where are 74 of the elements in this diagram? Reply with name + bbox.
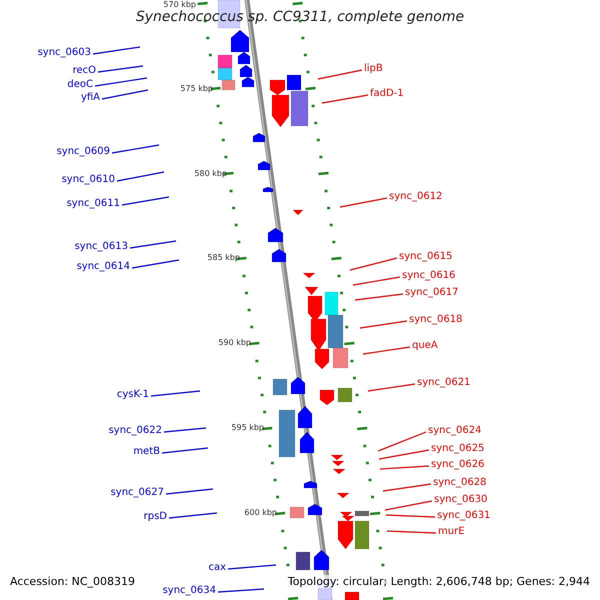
leader-line [378,431,426,452]
gene-label: metB [133,446,160,458]
genome-info-text: Topology: circular; Length: 2,606,748 bp; Genes: 2,944 [288,575,590,588]
scale-label: 595 kbp [231,423,264,432]
gene-label: murE [438,526,465,538]
leader-line [386,514,436,518]
leader-line [132,259,180,269]
leader-line [386,530,436,534]
leader-line [168,512,218,519]
leader-line [318,69,362,80]
accession-text: Accession: NC_008319 [10,575,136,588]
gene-label: sync_0622 [108,425,162,437]
leader-line [218,588,264,593]
gene-label: sync_0624 [428,425,482,437]
leader-line [384,500,432,511]
leader-line [340,197,388,208]
gene-label: sync_0614 [76,261,130,273]
gene-label: sync_0613 [74,241,128,253]
gene-label: cysK-1 [116,389,149,401]
scale-label: 570 kbp [163,0,196,9]
scale-label: 590 kbp [218,338,251,347]
gene-label: cax [208,562,226,574]
gene-label: sync_0627 [110,487,164,499]
leader-line [130,240,176,249]
gene-label: sync_0611 [66,198,120,210]
gene-label: sync_0618 [409,314,462,326]
leader-line [150,390,200,397]
gene-label: rpsD [144,511,167,523]
scale-label: 575 kbp [180,84,213,93]
gene-label: sync_0630 [434,494,488,506]
leader-line [112,144,160,154]
leader-line [368,383,416,392]
leader-line [350,257,398,271]
leader-line [228,564,276,570]
gene-label: sync_0634 [162,585,216,597]
leader-line [322,94,368,104]
leader-line [380,465,430,470]
leader-line [94,77,148,87]
leader-line [382,483,432,492]
gene-label: sync_0616 [402,270,456,282]
leader-line [354,293,404,301]
gene-label: sync_0612 [389,191,442,203]
gene-label: sync_0610 [62,174,115,186]
gene-label: sync_0628 [433,477,486,489]
leader-line [98,65,144,73]
leader-line [352,276,400,286]
leader-line [166,488,214,495]
leader-line [162,447,208,454]
gene-label: sync_0603 [38,47,91,59]
gene-label: lipB [364,63,383,75]
leader-line [360,320,408,329]
gene-label: queA [412,340,438,352]
leader-line [92,46,140,55]
gene-label: sync_0621 [417,377,470,389]
gene-label: sync_0626 [431,459,484,471]
gene-label: fadD-1 [370,88,404,100]
gene-label: sync_0609 [56,146,110,158]
gene-label: recO [72,65,96,77]
gene-label: sync_0615 [399,251,452,263]
gene-label: sync_0617 [405,287,458,299]
leader-line [362,346,410,355]
leader-line [102,89,148,100]
leader-line [122,196,170,206]
gene-label: deoC [67,79,93,91]
leader-line [378,449,430,460]
gene-label: sync_0625 [431,443,484,455]
scale-label: 600 kbp [244,508,277,517]
scale-label: 585 kbp [207,253,240,262]
gene-label: sync_0631 [437,510,490,522]
gene-label: yfiA [80,92,100,104]
leader-line [164,427,206,433]
scale-label: 580 kbp [194,169,227,178]
leader-line [116,171,164,182]
title: Synechococcus sp. CC9311, complete genome [134,9,466,26]
